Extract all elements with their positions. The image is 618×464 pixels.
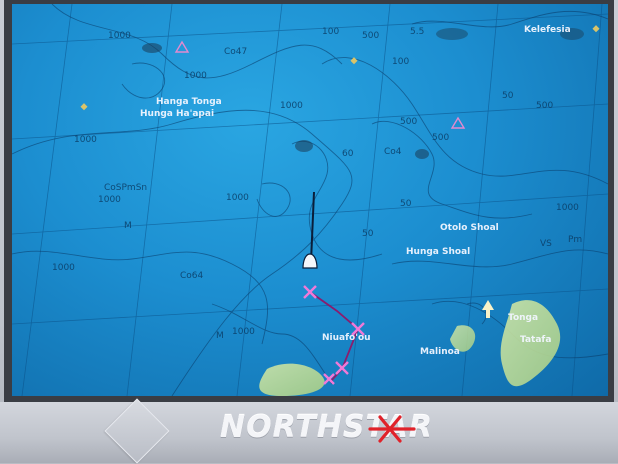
buoy-icon[interactable] (350, 57, 358, 65)
place-name-hunga-shoal[interactable]: Hunga Shoal (406, 247, 470, 257)
vessel[interactable] (302, 191, 318, 269)
waypoint-cross-icon[interactable] (335, 361, 349, 375)
place-name-hunga-haapai[interactable]: Hunga Ha'apai (140, 109, 214, 119)
depth-label: 1000 (184, 71, 207, 81)
depth-label: 500 (400, 117, 417, 127)
seabed-label: Co47 (224, 47, 247, 57)
depth-label: 500 (432, 133, 449, 143)
depth-label: 100 (392, 57, 409, 67)
nautical-chart-screen[interactable]: 1000 1000 1000 1000 1000 1000 100 100 50… (12, 4, 608, 396)
chart-grid (12, 4, 608, 396)
depth-label: 1000 (226, 193, 249, 203)
depth-label: 50 (362, 229, 374, 239)
hazard-triangle-icon[interactable] (174, 40, 190, 53)
heading-line (310, 191, 315, 263)
hazard-triangle-icon[interactable] (450, 116, 466, 129)
route[interactable] (303, 285, 365, 385)
seabed-label: CoSPmSn (104, 183, 147, 193)
waypoint-cross-icon[interactable] (303, 285, 317, 299)
place-name-malinoa[interactable]: Malinoa (420, 347, 460, 357)
depth-label: 1000 (556, 203, 579, 213)
waypoint-cross-icon[interactable] (323, 373, 335, 385)
island-south-middle (450, 325, 476, 352)
seabed-label: Co4 (384, 147, 402, 157)
seabed-label: VS (540, 239, 552, 249)
depth-label: 500 (362, 31, 379, 41)
arrow-up-icon (482, 300, 494, 318)
depth-label: 1000 (280, 101, 303, 111)
buoy-icon[interactable] (592, 25, 600, 33)
waypoint-cross-icon[interactable] (351, 322, 365, 336)
depth-label: 1000 (74, 135, 97, 145)
depth-label: 1000 (232, 327, 255, 337)
buoy-markers (80, 25, 600, 111)
depth-label: 100 (322, 27, 339, 37)
place-name-otolo-shoal[interactable]: Otolo Shoal (440, 223, 499, 233)
depth-label: 50 (502, 91, 514, 101)
hazard-markers (174, 40, 466, 129)
reef-north-5 (560, 28, 584, 40)
depth-labels: 1000 1000 1000 1000 1000 1000 100 100 50… (52, 27, 579, 337)
place-name-kelefesia[interactable]: Kelefesia (524, 25, 571, 35)
seabed-label: Pm (568, 235, 582, 245)
seabed-label: Co64 (180, 271, 204, 281)
seabed-label: 5.5 (410, 27, 424, 37)
seabed-label: M (216, 331, 224, 341)
place-names: Hanga Tonga Hunga Ha'apai Kelefesia Otol… (140, 25, 571, 357)
reef-north-4 (436, 28, 468, 40)
depth-label: 1000 (98, 195, 121, 205)
depth-label: 500 (536, 101, 553, 111)
reef-north-3 (415, 149, 429, 159)
boat-icon[interactable] (302, 253, 318, 269)
depth-label: 60 (342, 149, 354, 159)
depth-label: 1000 (108, 31, 131, 41)
depth-label: 50 (400, 199, 412, 209)
place-name-tonga[interactable]: Tonga (508, 313, 538, 323)
depth-label: 1000 (52, 263, 75, 273)
device-brand-bar (0, 402, 618, 463)
island-south (259, 363, 325, 396)
seabed-labels: Co47 Co4 Co64 CoSPmSn M M Pm VS 5.5 (104, 27, 582, 341)
place-name-niuafo[interactable]: Niuafo'ou (322, 333, 371, 343)
place-name-tatafa[interactable]: Tatafa (520, 335, 551, 345)
place-name-hanga-tonga[interactable]: Hanga Tonga (156, 97, 222, 107)
land-masses (142, 28, 584, 396)
buoy-icon[interactable] (80, 103, 88, 111)
chart-canvas[interactable]: 1000 1000 1000 1000 1000 1000 100 100 50… (12, 4, 608, 396)
seabed-label: M (124, 221, 132, 231)
reef-north-1 (142, 43, 162, 53)
depth-contours (12, 4, 608, 396)
red-star-icon (368, 415, 416, 443)
island-south-east (500, 300, 561, 387)
reef-north-2 (295, 140, 313, 152)
